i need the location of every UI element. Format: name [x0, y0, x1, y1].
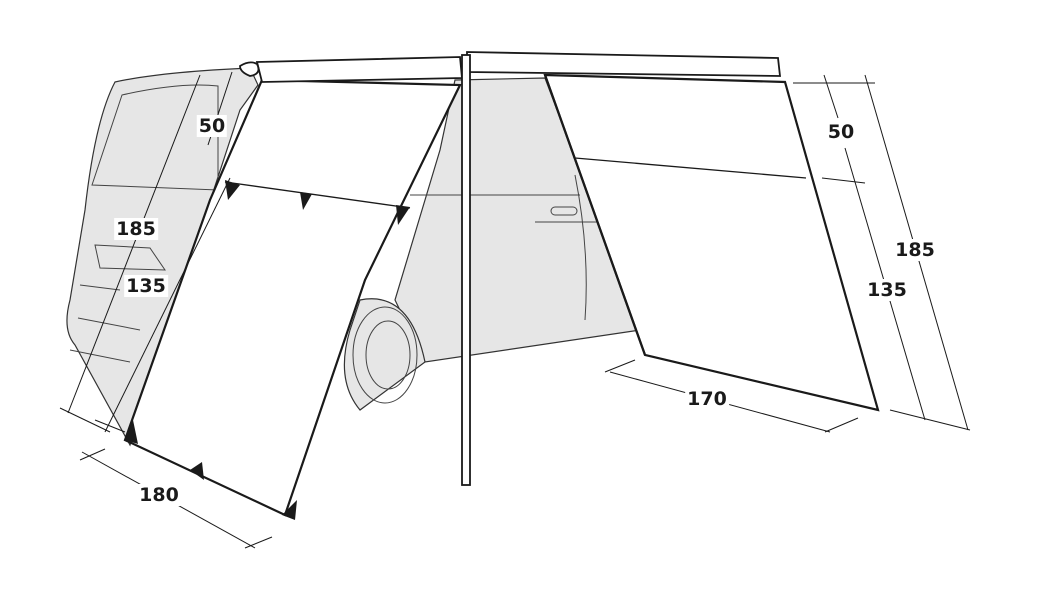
vehicle	[66, 67, 641, 447]
left-total-height-label: 185	[114, 218, 158, 240]
peg-point-icon	[125, 420, 138, 444]
right-top-section-label: 50	[825, 121, 857, 143]
peg-point-icon	[225, 180, 240, 200]
left-panel-zip-line	[224, 181, 411, 209]
left-width-label: 180	[137, 484, 181, 506]
peg-point-icon	[300, 192, 312, 210]
peg-point-icon	[282, 500, 297, 520]
left-dimension-lines	[59, 71, 273, 549]
left-side-panel	[123, 78, 462, 520]
right-side-panel	[543, 73, 880, 412]
awning-roller-bar	[239, 51, 782, 83]
dim-line-50-right	[823, 74, 839, 119]
awning-pole	[461, 54, 471, 486]
left-lower-height-label: 135	[124, 275, 168, 297]
dim-line-185-left	[67, 74, 201, 414]
right-width-label: 170	[685, 388, 729, 410]
right-total-height-label: 185	[893, 239, 937, 261]
dim-line-135-left	[104, 177, 231, 433]
vehicle-wheel-arch	[343, 298, 426, 411]
peg-point-icon	[190, 462, 204, 480]
vehicle-details	[69, 84, 600, 404]
right-lower-height-label: 135	[865, 279, 909, 301]
door-handle-icon	[550, 206, 578, 216]
left-top-section-label: 50	[196, 115, 228, 137]
right-panel-zip-line	[574, 157, 807, 179]
vehicle-rear	[66, 67, 259, 447]
peg-point-icon	[396, 205, 410, 225]
wheel-icon	[352, 306, 418, 404]
